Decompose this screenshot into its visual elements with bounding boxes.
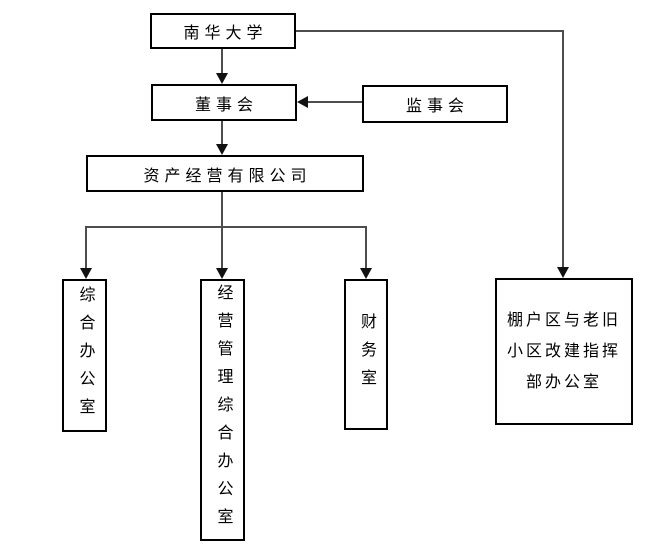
arrow-down-icon (80, 268, 92, 279)
connector-university-to-board-line (221, 49, 223, 74)
node-general-office-label: 综合办公室 (76, 285, 94, 426)
node-renovation-headquarters-office: 棚户区与老旧小区改建指挥部办公室 (495, 278, 633, 425)
connector-board-to-company-line (221, 121, 223, 145)
arrow-down-icon (360, 268, 372, 279)
node-finance-office-label: 财务室 (358, 312, 375, 397)
connector-company-branch-stem (221, 192, 223, 228)
node-board-of-directors: 董事会 (151, 84, 297, 121)
node-operations-management-office-label: 经营管理综合办公室 (214, 284, 232, 536)
connector-university-to-renovation-hline (296, 30, 564, 32)
arrow-down-icon (216, 73, 228, 84)
arrow-down-icon (216, 268, 228, 279)
connector-university-to-renovation-vline (562, 30, 564, 268)
node-general-office: 综合办公室 (62, 279, 107, 432)
node-supervisory-board: 监事会 (362, 85, 508, 123)
arrow-down-icon (216, 144, 228, 155)
node-renovation-headquarters-office-label: 棚户区与老旧小区改建指挥部办公室 (506, 312, 621, 391)
arrow-down-icon (557, 267, 569, 278)
node-finance-office: 财务室 (344, 279, 388, 430)
node-university: 南华大学 (150, 13, 296, 49)
arrow-left-icon (297, 96, 308, 108)
node-operations-management-office: 经营管理综合办公室 (200, 279, 245, 541)
connector-supervisory-to-board-line (308, 101, 362, 103)
connector-company-branch-crossbar (85, 226, 367, 228)
connector-branch-to-operations-office (221, 226, 223, 269)
connector-branch-to-finance-office (365, 226, 367, 269)
node-asset-management-company: 资产经营有限公司 (86, 155, 364, 192)
connector-branch-to-general-office (85, 226, 87, 269)
